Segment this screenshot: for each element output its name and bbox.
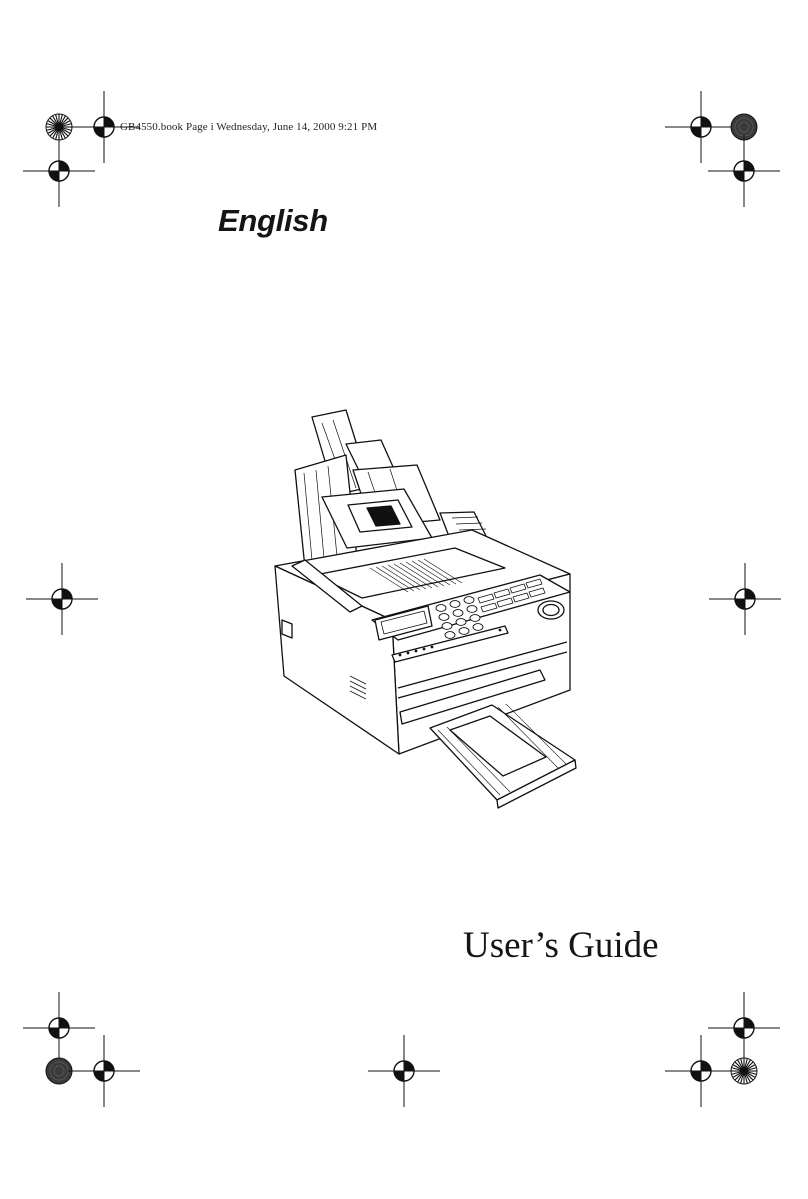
- print-slug: GB4550.book Page i Wednesday, June 14, 2…: [120, 121, 378, 133]
- document-title: User’s Guide: [463, 925, 659, 966]
- language-heading: English: [218, 203, 328, 238]
